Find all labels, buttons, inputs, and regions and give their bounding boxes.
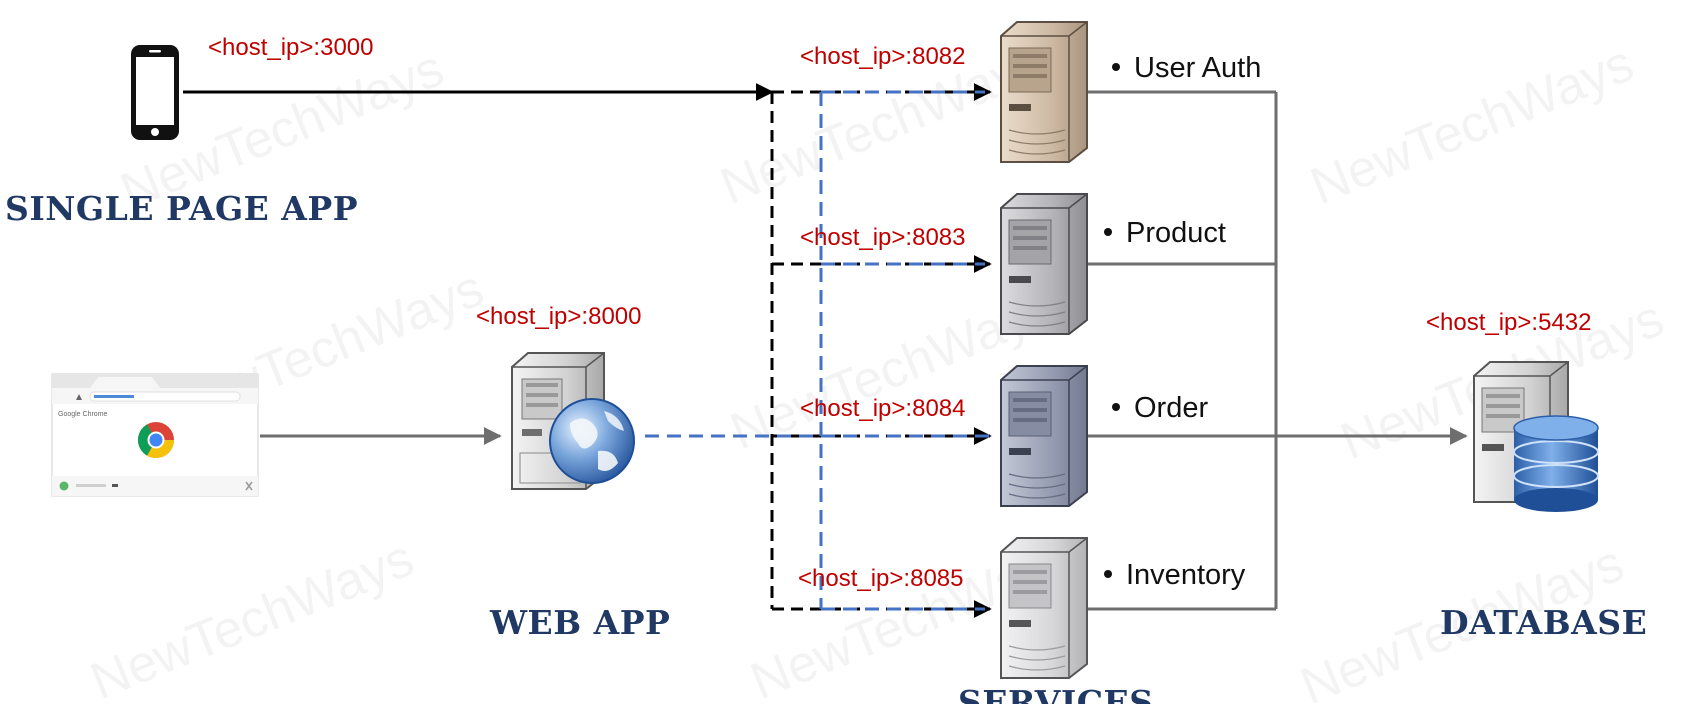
bullet-icon	[1104, 570, 1112, 578]
service-name-order: Order	[1134, 392, 1208, 424]
smartphone-icon	[131, 45, 179, 140]
database-cylinder-icon	[1513, 415, 1599, 512]
services-title: SERVICES	[958, 683, 1154, 704]
service-host-label-order: <host_ip>:8084	[800, 395, 965, 422]
watermark: NewTechWays	[1303, 34, 1642, 216]
service-name-product: Product	[1126, 217, 1226, 249]
service-server-product	[1000, 193, 1088, 335]
blue-dashed-routes	[645, 90, 990, 611]
services-group: <host_ip>:8082 <host_ip>:8083 <host_ip>:…	[798, 21, 1261, 704]
web-server-globe-icon	[511, 352, 635, 490]
bullet-icon	[1112, 403, 1120, 411]
watermark-layer: NewTechWays NewTechWays NewTechWays NewT…	[83, 34, 1672, 704]
browser-brand-text: Google Chrome	[58, 411, 108, 418]
spa-title: SINGLE PAGE APP	[5, 189, 358, 228]
webapp-title: WEB APP	[489, 603, 670, 642]
bullet-icon	[1112, 63, 1120, 71]
service-server-user-auth	[1000, 21, 1088, 163]
service-server-order	[1000, 365, 1088, 507]
service-host-label-inventory: <host_ip>:8085	[798, 565, 963, 592]
chrome-browser-window-icon: Google Chrome	[51, 373, 259, 497]
service-name-inventory: Inventory	[1126, 559, 1246, 591]
bullet-icon	[1104, 228, 1112, 236]
database-host-label: <host_ip>:5432	[1426, 309, 1591, 336]
service-host-label-product: <host_ip>:8083	[800, 224, 965, 251]
watermark: NewTechWays	[83, 529, 422, 704]
service-server-inventory	[1000, 537, 1088, 679]
chrome-logo-icon	[137, 422, 174, 459]
database-title: DATABASE	[1440, 603, 1647, 642]
spa-host-label: <host_ip>:3000	[208, 34, 373, 61]
db-bus-lines	[1082, 90, 1468, 611]
service-name-user-auth: User Auth	[1134, 52, 1261, 84]
database-server-icon	[1473, 361, 1599, 512]
service-host-label-user-auth: <host_ip>:8082	[800, 43, 965, 70]
connectors	[183, 83, 1468, 618]
webapp-host-label: <host_ip>:8000	[476, 303, 641, 330]
